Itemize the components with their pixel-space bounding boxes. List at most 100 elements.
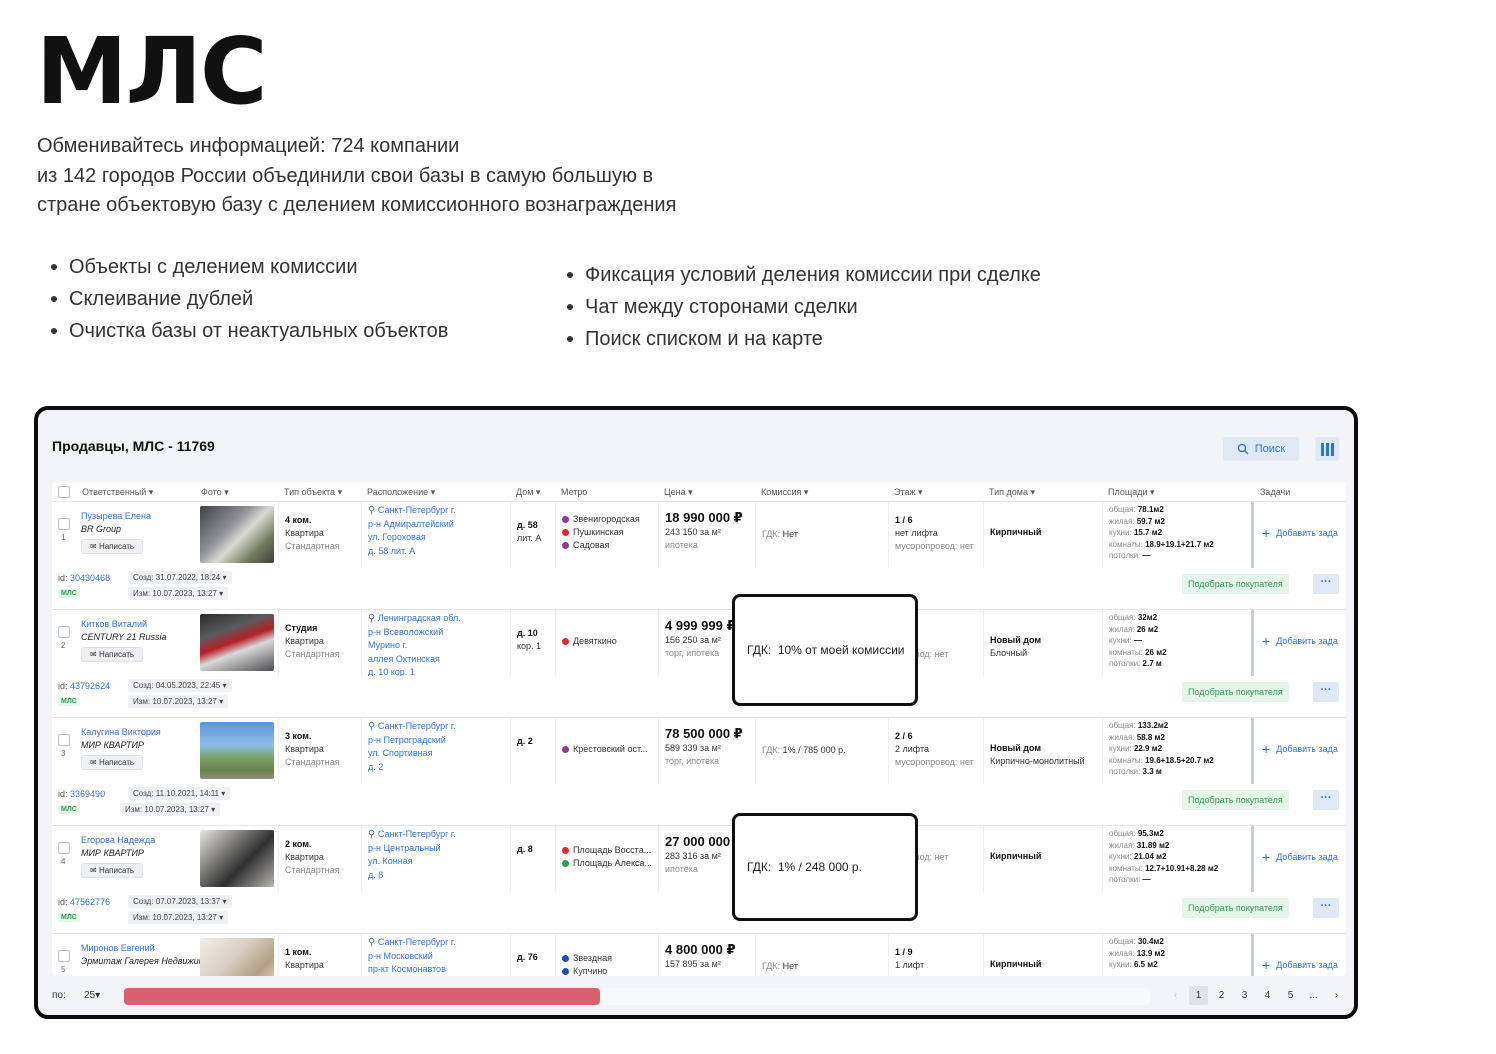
location-line[interactable]: ⚲ Санкт-Петербург г. — [368, 828, 505, 842]
location-line[interactable]: ⚲ Санкт-Петербург г. — [368, 720, 505, 734]
col-header[interactable]: Цена ▾ — [664, 487, 693, 498]
property-photo[interactable] — [200, 614, 274, 671]
price-terms: торг, ипотека — [665, 648, 720, 658]
chute-info: мусоропровод: нет — [895, 757, 974, 767]
location-line[interactable]: ⚲ Санкт-Петербург г. — [368, 504, 505, 518]
write-button[interactable]: ✉ Написать — [81, 539, 144, 554]
row-checkbox[interactable] — [58, 518, 70, 530]
prev-page-icon[interactable]: ‹ — [1173, 990, 1178, 1001]
object-id-link[interactable]: 47562776 — [70, 897, 111, 907]
agency-name: Эрмитаж Галерея Недвижимости — [81, 956, 227, 966]
feature-list-left: Объекты с делением комиссии Склеивание д… — [37, 251, 448, 347]
area-label: потолки: — [1109, 551, 1141, 560]
col-header[interactable]: Расположение ▾ — [367, 487, 435, 498]
mls-badge: МЛС — [58, 805, 80, 814]
page-button[interactable]: 3 — [1241, 990, 1248, 1001]
add-task-button[interactable]: +Добавить зада — [1251, 502, 1346, 568]
agent-name-link[interactable]: Китков Виталий — [81, 619, 148, 629]
page-button[interactable]: 1 — [1189, 986, 1208, 1005]
metro-line-icon — [562, 859, 569, 867]
horizontal-scrollbar[interactable] — [124, 988, 1150, 1005]
object-id: id: 43792624 — [58, 681, 110, 691]
location-text: Санкт-Петербург г. — [377, 937, 456, 947]
modified-text: Изм: 10.07.2023, 13:27 — [133, 697, 217, 706]
col-header[interactable]: Метро — [561, 487, 587, 497]
per-page-select[interactable]: 25▾ — [84, 990, 101, 1001]
write-button[interactable]: ✉ Написать — [81, 647, 144, 662]
location-line: ул. Гороховая — [368, 531, 505, 545]
write-button[interactable]: ✉ Написать — [81, 863, 144, 878]
table-row[interactable]: 3 Калугина Виктория МИР КВАРТИР ✉ Написа… — [52, 718, 1346, 826]
add-task-button[interactable]: +Добавить зада — [1251, 610, 1346, 676]
pick-buyer-button[interactable]: Подобрать покупателя — [1182, 898, 1289, 918]
col-header[interactable]: Площади ▾ — [1108, 487, 1155, 498]
col-header[interactable]: Дом ▾ — [516, 487, 540, 498]
search-button[interactable]: Поиск — [1223, 437, 1299, 461]
sort-icon: ▾ — [224, 487, 229, 497]
modified-date[interactable]: Изм: 10.07.2023, 13:27 ▾ — [128, 587, 229, 600]
object-id-link[interactable]: 3369490 — [70, 789, 106, 799]
more-actions-button[interactable]: ··· — [1313, 574, 1339, 594]
object-id-link[interactable]: 30430468 — [70, 573, 111, 583]
location-line[interactable]: ⚲ Ленинградская обл. — [368, 612, 505, 626]
write-button[interactable]: ✉ Написать — [81, 755, 144, 770]
object-id-link[interactable]: 43792624 — [70, 681, 111, 691]
page-button[interactable]: 2 — [1218, 990, 1225, 1001]
row-checkbox[interactable] — [58, 734, 70, 746]
table-row[interactable]: 4 Егорова Надежда МИР КВАРТИР ✉ Написать… — [52, 826, 1346, 934]
house-kind: Кирпичный — [990, 851, 1042, 861]
table-row[interactable]: 2 Китков Виталий CENTURY 21 Russia ✉ Нап… — [52, 610, 1346, 718]
area-value: 13.9 м2 — [1136, 948, 1165, 958]
area-value: 30.4м2 — [1137, 937, 1164, 946]
location-line: Мурино г. — [368, 639, 505, 653]
price-per-m2: 243 150 за м² — [665, 527, 721, 537]
more-actions-button[interactable]: ··· — [1313, 790, 1339, 810]
add-task-button[interactable]: +Добавить зада — [1251, 826, 1346, 892]
add-task-button[interactable]: +Добавить зада — [1251, 934, 1346, 976]
agent-name-link[interactable]: Егорова Надежда — [81, 835, 156, 845]
metro-name: Звездная — [573, 953, 612, 963]
agent-name-link[interactable]: Миронов Евгений — [81, 943, 155, 953]
row-checkbox[interactable] — [58, 842, 70, 854]
created-date[interactable]: Созд: 11.10.2021, 14:11 ▾ — [128, 787, 231, 800]
col-header[interactable]: Ответственный ▾ — [82, 487, 153, 498]
col-header[interactable]: Тип объекта ▾ — [284, 487, 342, 498]
row-number: 1 — [61, 533, 66, 542]
col-header[interactable]: Тип дома ▾ — [989, 487, 1035, 498]
agent-name-link[interactable]: Калугина Виктория — [81, 727, 161, 737]
next-page-icon[interactable]: › — [1334, 990, 1339, 1001]
property-photo[interactable] — [200, 506, 274, 563]
more-actions-button[interactable]: ··· — [1313, 898, 1339, 918]
object-class: Стандартная — [285, 541, 340, 551]
col-header[interactable]: Комиссия ▾ — [761, 487, 808, 498]
col-header[interactable]: Этаж ▾ — [894, 487, 923, 498]
modified-date[interactable]: Изм: 10.07.2023, 13:27 ▾ — [128, 911, 229, 924]
location-line[interactable]: ⚲ Санкт-Петербург г. — [368, 936, 505, 950]
modified-date[interactable]: Изм: 10.07.2023, 13:27 ▾ — [128, 695, 229, 708]
row-checkbox[interactable] — [58, 626, 70, 638]
add-task-button[interactable]: +Добавить зада — [1251, 718, 1346, 784]
pick-buyer-button[interactable]: Подобрать покупателя — [1182, 574, 1289, 594]
modified-date[interactable]: Изм: 10.07.2023, 13:27 ▾ — [120, 803, 221, 816]
columns-settings-button[interactable] — [1315, 437, 1339, 461]
responsible-cell: Китков Виталий CENTURY 21 Russia ✉ Напис… — [81, 618, 167, 662]
created-date[interactable]: Созд: 04.05.2023, 22:45 ▾ — [128, 679, 232, 692]
property-photo[interactable] — [200, 722, 274, 779]
pick-buyer-button[interactable]: Подобрать покупателя — [1182, 790, 1289, 810]
area-label: кухни: — [1109, 960, 1132, 969]
table-row[interactable]: 5 Миронов Евгений Эрмитаж Галерея Недвиж… — [52, 934, 1346, 976]
page-button[interactable]: 4 — [1264, 990, 1271, 1001]
property-photo[interactable] — [200, 830, 274, 887]
select-all-checkbox[interactable] — [58, 486, 70, 498]
created-date[interactable]: Созд: 31.07.2022, 18:24 ▾ — [128, 571, 232, 584]
page-button[interactable]: 5 — [1287, 990, 1294, 1001]
pick-buyer-button[interactable]: Подобрать покупателя — [1182, 682, 1289, 702]
created-date[interactable]: Созд: 07.07.2023, 13:37 ▾ — [128, 895, 232, 908]
scrollbar-thumb[interactable] — [124, 988, 601, 1005]
col-header[interactable]: Фото ▾ — [201, 487, 229, 498]
property-photo[interactable] — [200, 938, 274, 976]
agent-name-link[interactable]: Пузырева Елена — [81, 511, 151, 521]
more-actions-button[interactable]: ··· — [1313, 682, 1339, 702]
table-row[interactable]: 1 Пузырева Елена BR Group ✉ Написать 4 к… — [52, 502, 1346, 610]
row-checkbox[interactable] — [58, 950, 70, 962]
